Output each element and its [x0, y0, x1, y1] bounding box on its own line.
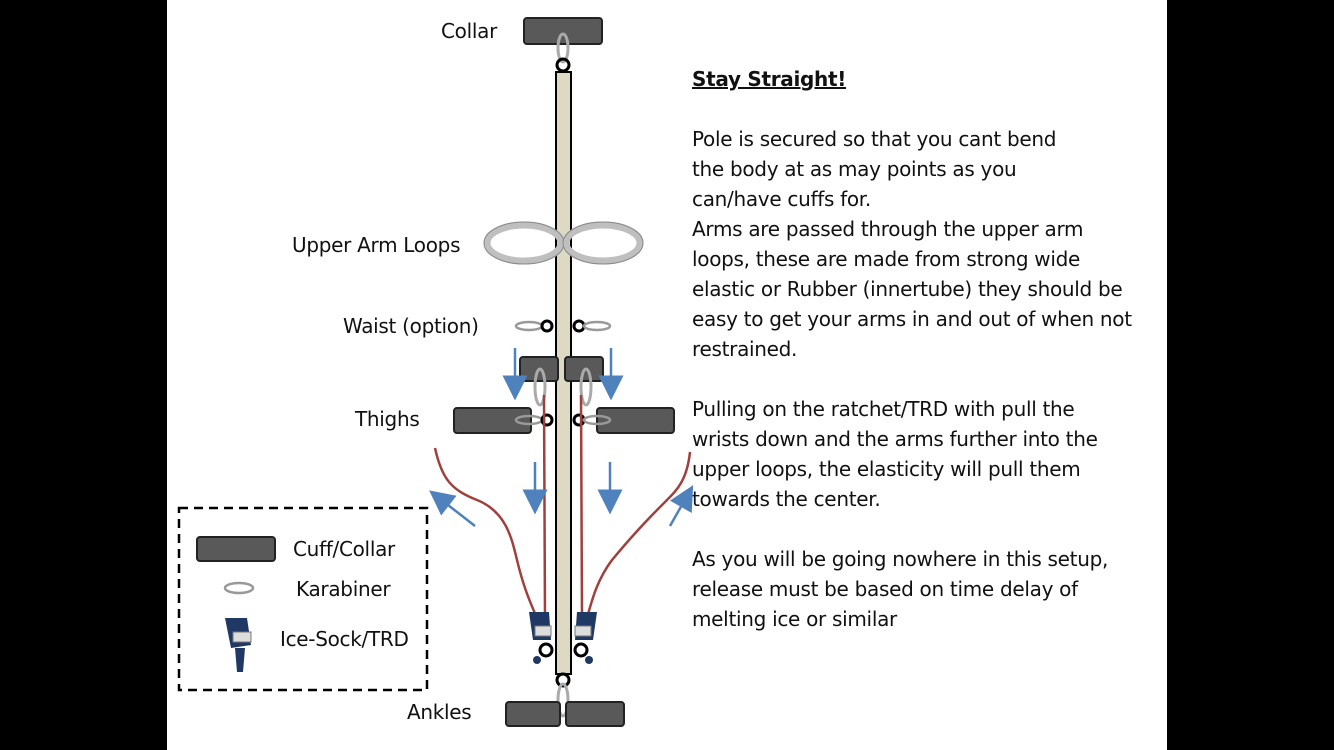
- legend-box: [177, 506, 429, 692]
- waist-ring-left: [540, 319, 554, 333]
- ice-sock-left: [529, 612, 554, 664]
- p1-line: Arms are passed through the upper arm: [692, 217, 1084, 241]
- rope-outer-left: [433, 447, 539, 619]
- p1-line: the body at as may points as you: [692, 157, 1017, 181]
- wrist-karabiner-right: [579, 367, 593, 407]
- ankle-ring: [555, 672, 571, 688]
- p1-line: loops, these are made from strong wide: [692, 247, 1080, 271]
- p2-line: wrists down and the arms further into th…: [692, 427, 1098, 451]
- upper-arm-loop-right-outline: [562, 221, 644, 265]
- waist-ring-right: [572, 319, 586, 333]
- legend-karabiner-icon: [223, 581, 255, 595]
- p2-line: towards the center.: [692, 487, 881, 511]
- waist-karabiner-left: [514, 320, 544, 332]
- rope-inner-left: [542, 394, 547, 621]
- upper-arm-loop-left: [483, 221, 565, 265]
- p1-line: can/have cuffs for.: [692, 187, 871, 211]
- wrist-karabiner-left: [533, 367, 547, 407]
- thigh-ring-left: [540, 413, 554, 427]
- p1-line: easy to get your arms in and out of when…: [692, 307, 1132, 331]
- p1-line: restrained.: [692, 337, 798, 361]
- p3-line: As you will be going nowhere in this set…: [692, 547, 1109, 571]
- ankle-karabiner: [556, 682, 570, 718]
- legend-label-karabiner: Karabiner: [296, 577, 391, 601]
- thigh-cuff-left: [453, 407, 532, 434]
- paragraph-1: Pole is secured so that you cant bend th…: [692, 124, 1162, 364]
- label-waist: Waist (option): [343, 314, 479, 338]
- collar-karabiner: [556, 32, 570, 64]
- thigh-ring-right: [572, 413, 586, 427]
- diagram-canvas: [177, 17, 694, 727]
- collar-cuff: [523, 17, 603, 45]
- label-collar: Collar: [441, 19, 497, 43]
- legend-label-cuff: Cuff/Collar: [293, 537, 395, 561]
- p2-line: Pulling on the ratchet/TRD with pull the: [692, 397, 1075, 421]
- ice-sock-right: [573, 612, 597, 664]
- p2-line: upper loops, the elasticity will pull th…: [692, 457, 1081, 481]
- thigh-cuff-right: [596, 407, 675, 434]
- slide: Collar Upper Arm Loops Waist (option) Th…: [167, 0, 1167, 750]
- legend-label-ice-sock: Ice-Sock/TRD: [280, 627, 409, 651]
- legend-ice-sock-icon: [225, 618, 252, 672]
- rope-inner-right: [579, 394, 584, 621]
- p1-line: Pole is secured so that you cant bend: [692, 127, 1057, 151]
- upper-arm-loop-right: [562, 221, 644, 265]
- paragraph-2: Pulling on the ratchet/TRD with pull the…: [692, 394, 1162, 514]
- arrow-up-right: [668, 485, 694, 527]
- p3-line: release must be based on time delay of: [692, 577, 1078, 601]
- p3-line: melting ice or similar: [692, 607, 897, 631]
- label-ankles: Ankles: [407, 700, 472, 724]
- heading: Stay Straight!: [692, 67, 847, 91]
- legend-cuff-icon: [196, 536, 276, 562]
- ankle-cuff-right: [565, 701, 625, 727]
- thigh-karabiner-right: [582, 414, 612, 426]
- rope-outer-right: [585, 451, 692, 619]
- paragraph-3: As you will be going nowhere in this set…: [692, 544, 1162, 634]
- ankle-cuff-left: [505, 701, 561, 727]
- label-thighs: Thighs: [355, 407, 420, 431]
- label-upper-arm-loops: Upper Arm Loops: [292, 233, 461, 257]
- p1-line: elastic or Rubber (innertube) they shoul…: [692, 277, 1123, 301]
- description-text: Stay Straight! Pole is secured so that y…: [692, 64, 1162, 634]
- arrow-up-left: [429, 490, 476, 527]
- waist-karabiner-right: [582, 320, 612, 332]
